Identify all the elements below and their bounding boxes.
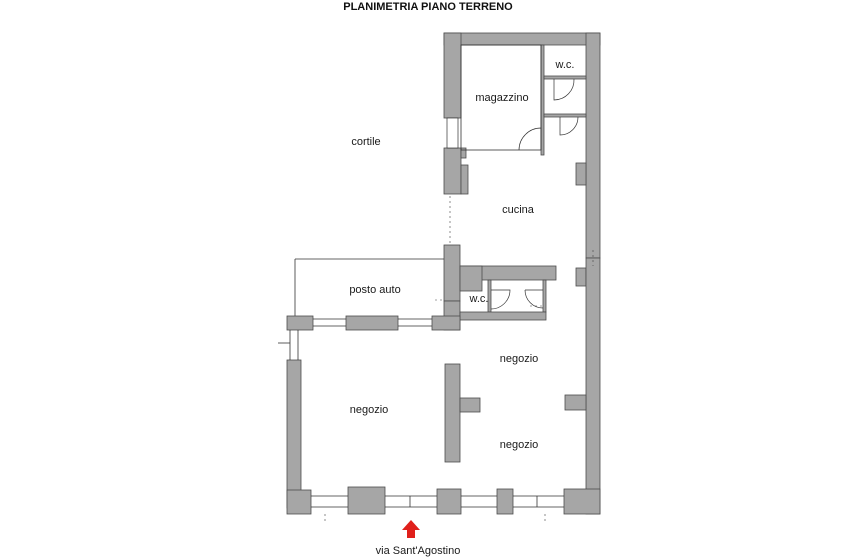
upper-wing-walls: [443, 32, 601, 302]
wc-upper-door-swing: [553, 78, 575, 101]
lower-block-walls: [286, 257, 601, 515]
label-cortile: cortile: [351, 136, 380, 148]
storage-window: [446, 117, 459, 149]
entrance-arrow-icon: [402, 520, 420, 538]
plan-title: PLANIMETRIA PIANO TERRENO: [343, 1, 513, 13]
label-negozio-left: negozio: [350, 404, 389, 416]
label-wc-lower: w.c.: [469, 293, 489, 305]
parking-outline: [294, 258, 444, 316]
wc-lower-door-swing: [490, 289, 511, 310]
storage-room-outline: [460, 44, 542, 151]
lower-block-openings: [278, 318, 564, 508]
label-wc-upper: w.c.: [555, 59, 575, 71]
label-magazzino: magazzino: [475, 92, 528, 104]
label-cucina: cucina: [502, 204, 535, 216]
label-posto-auto: posto auto: [349, 284, 400, 296]
street-label: via Sant'Agostino: [376, 545, 461, 557]
hall-door-swing: [524, 289, 544, 309]
axis-marks: [324, 196, 594, 522]
corridor-door-swing: [559, 116, 579, 136]
middle-walls: [443, 265, 557, 331]
label-negozio-right-lower: negozio: [500, 439, 539, 451]
storage-door-swing: [518, 127, 542, 151]
label-negozio-right-upper: negozio: [500, 353, 539, 365]
